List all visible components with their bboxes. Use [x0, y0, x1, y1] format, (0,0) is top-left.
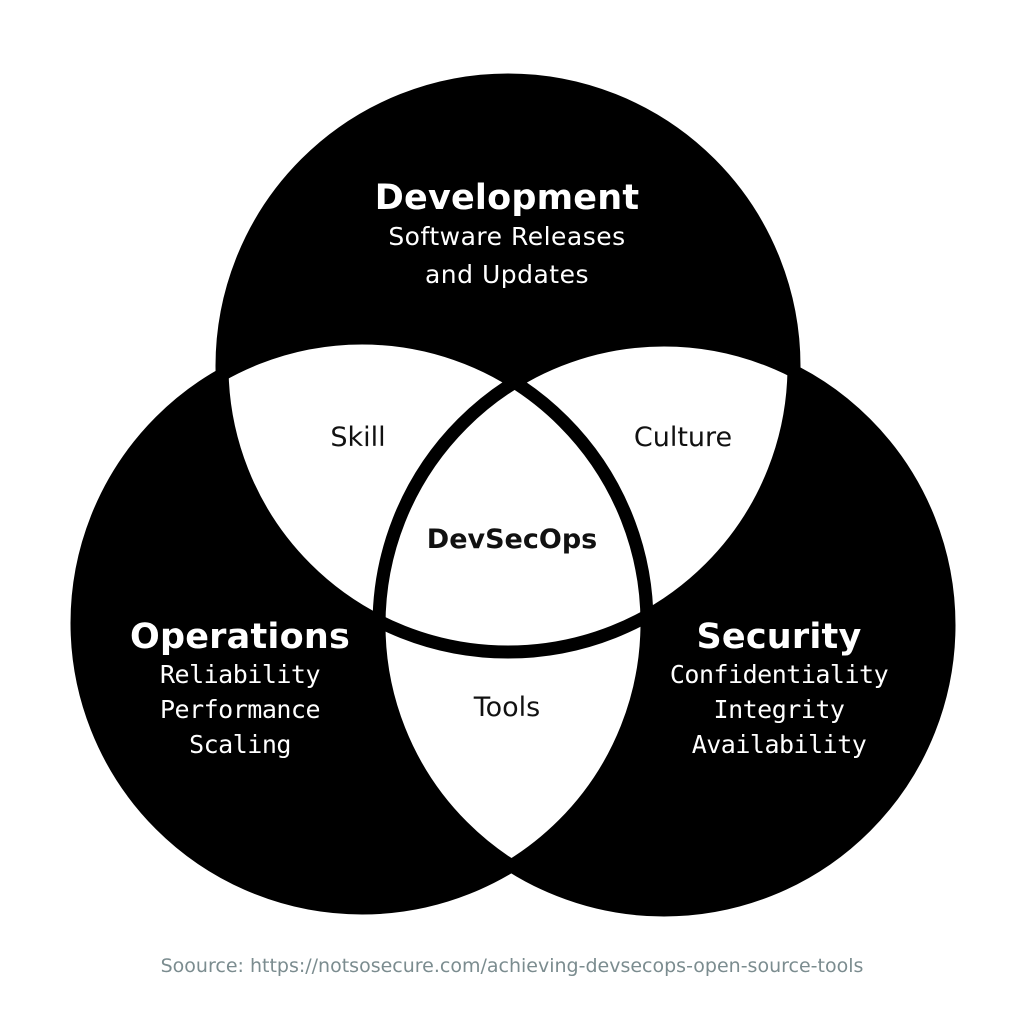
outline-security — [372, 333, 956, 917]
security-block: Security Confidentiality Integrity Avail… — [669, 617, 889, 762]
security-line-3: Availability — [691, 730, 867, 759]
development-line-1: Software Releases — [388, 222, 626, 251]
culture-label: Culture — [633, 422, 733, 453]
outline-operations — [70, 331, 654, 915]
security-line-1: Confidentiality — [669, 660, 889, 689]
skill-label: Skill — [330, 422, 386, 453]
operations-title: Operations — [130, 617, 350, 657]
security-line-2: Integrity — [713, 695, 845, 724]
development-block: Development Software Releases and Update… — [375, 178, 640, 294]
operations-line-2: Performance — [159, 695, 321, 724]
devsecops-label: DevSecOps — [426, 524, 598, 555]
source-caption: Soource: https://notsosecure.com/achievi… — [160, 955, 864, 977]
tools-label: Tools — [473, 692, 541, 723]
operations-line-3: Scaling — [189, 730, 291, 759]
development-title: Development — [374, 178, 640, 218]
security-title: Security — [696, 617, 862, 657]
operations-block: Operations Reliability Performance Scali… — [130, 617, 350, 762]
development-line-2: and Updates — [424, 260, 590, 289]
lens-tools — [373, 334, 653, 914]
operations-line-1: Reliability — [159, 660, 321, 689]
